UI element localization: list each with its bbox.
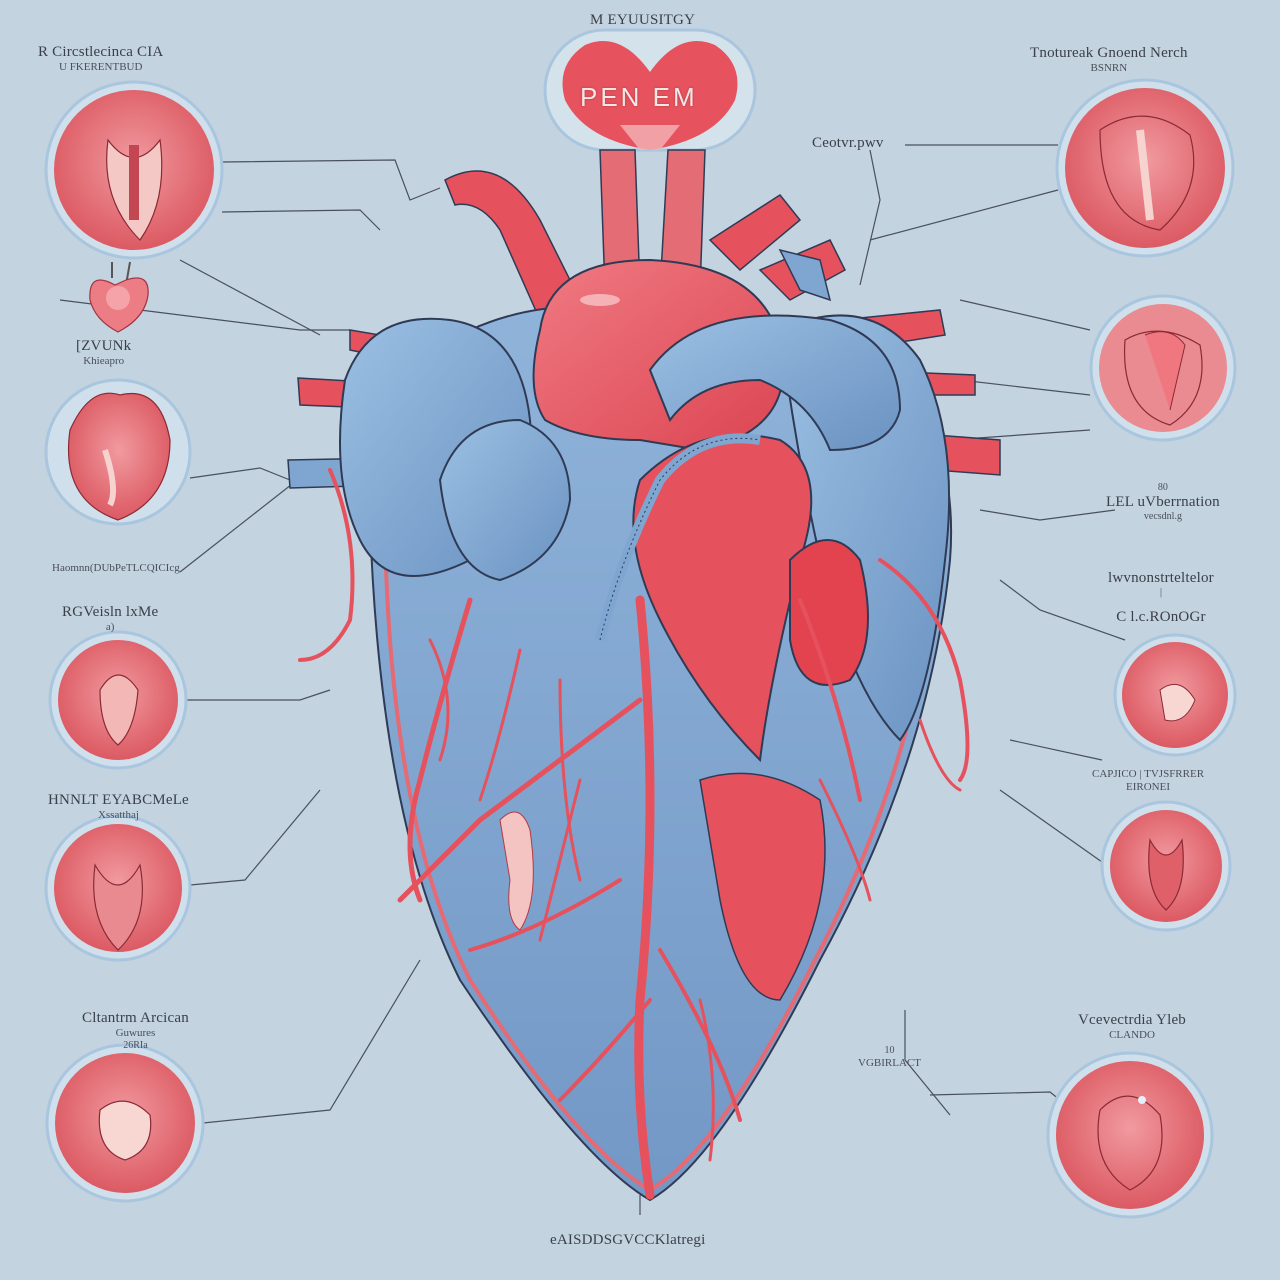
inset-left-4[interactable] bbox=[44, 814, 192, 962]
inset-left-5[interactable] bbox=[45, 1043, 205, 1203]
label-top-center: M EYUUSITGY bbox=[590, 12, 696, 28]
top-heart-badge bbox=[543, 28, 757, 152]
label-right-mid-2: lwvnonstrteltelor | C l.c.ROnOGr bbox=[1108, 570, 1214, 626]
label-top-center-right: Ceotvr.pwv bbox=[812, 135, 884, 151]
label-left-mid-1: Haomnn(DUbPeTLCQICIcg bbox=[52, 562, 180, 574]
inset-left-3[interactable] bbox=[48, 630, 188, 770]
label-right-bottom-pointer: 10 VGBIRLACT bbox=[858, 1045, 921, 1069]
label-bottom-center: eAISDDSGVCCKlatregi bbox=[550, 1232, 706, 1248]
label-left-small-heart: [ZVUNk Khieapro bbox=[76, 338, 132, 368]
inset-circles bbox=[44, 78, 1237, 1219]
heart-illustration bbox=[287, 149, 1001, 1202]
connector-lines bbox=[59, 144, 1126, 1215]
label-top-right: Tnotureak Gnoend Nerch BSNRN bbox=[1030, 45, 1188, 75]
coronary-arteries bbox=[298, 468, 970, 1200]
top-badge-text: PEN EM bbox=[580, 82, 698, 112]
inset-right-2[interactable] bbox=[1089, 294, 1237, 442]
small-heart-icon bbox=[89, 261, 149, 333]
label-right-lower: CAPJICO | TVJSFRRER EIRONEI bbox=[1092, 768, 1205, 793]
inset-top-right[interactable] bbox=[1055, 78, 1235, 258]
label-left-mid-2: RGVeisln lxMe a) bbox=[62, 604, 159, 634]
label-left-lower: HNNLT EYABCMeLe Xssatthaj bbox=[48, 792, 189, 822]
inset-right-3[interactable] bbox=[1113, 633, 1237, 757]
label-left-bottom: Cltantrm Arcican Guwures 26RIa bbox=[82, 1010, 189, 1051]
inset-left-2[interactable] bbox=[44, 378, 192, 526]
inset-right-5[interactable] bbox=[1046, 1051, 1214, 1219]
inset-right-4[interactable] bbox=[1100, 800, 1232, 932]
inset-top-left[interactable] bbox=[44, 80, 224, 260]
label-top-left: R Circstlecinca CIA U FKERENTBUD bbox=[38, 44, 164, 74]
label-right-bottom: Vcevectrdia Yleb CLANDO bbox=[1078, 1012, 1187, 1042]
label-right-mid-1: 80 LEL uVberrnation vecsdnl.g bbox=[1106, 482, 1220, 522]
